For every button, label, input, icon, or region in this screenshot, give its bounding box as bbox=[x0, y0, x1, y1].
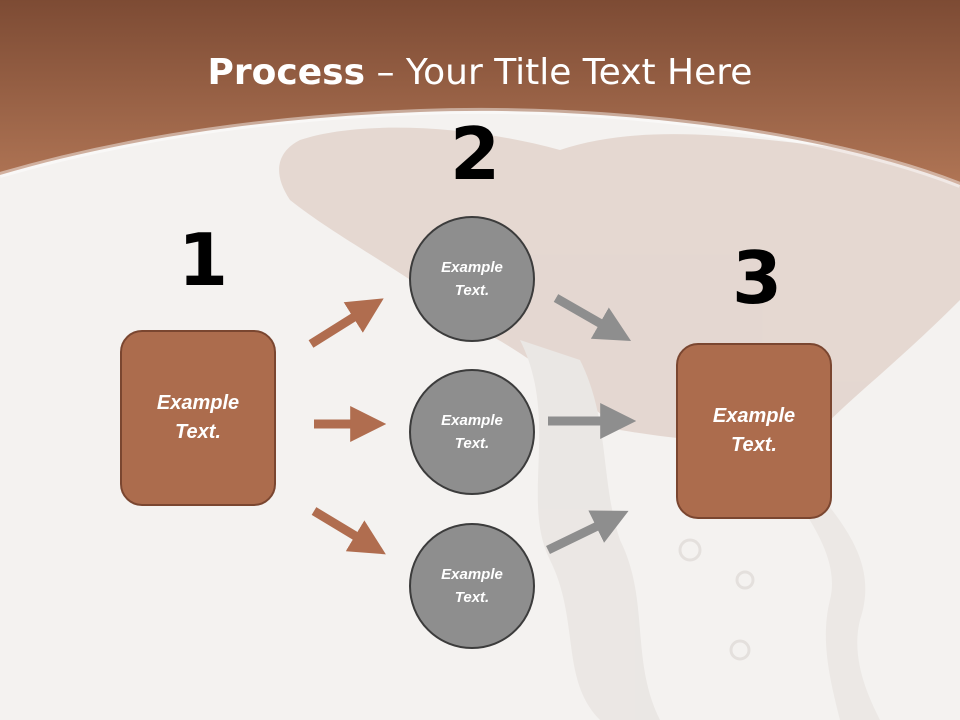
step-number-3: 3 bbox=[732, 236, 783, 320]
step-number-2: 2 bbox=[450, 112, 501, 196]
arrow-from-circle-bottom bbox=[546, 510, 629, 555]
circle-middle-line2: Text. bbox=[454, 435, 490, 452]
arrow-to-circle-bottom bbox=[311, 507, 386, 555]
header-band bbox=[0, 0, 960, 185]
title-rest: – Your Title Text Here bbox=[365, 52, 753, 93]
step-1-text-line2: Text. bbox=[175, 421, 221, 443]
slide-title: Process – Your Title Text Here bbox=[0, 52, 960, 93]
circle-middle-line1: Example bbox=[441, 412, 503, 429]
step-3-text-line2: Text. bbox=[731, 434, 777, 456]
title-bold: Process bbox=[207, 52, 366, 93]
circle-top[interactable]: Example Text. bbox=[409, 216, 535, 342]
circle-middle[interactable]: Example Text. bbox=[409, 369, 535, 495]
step-3-box[interactable]: Example Text. bbox=[676, 343, 832, 519]
circle-bottom[interactable]: Example Text. bbox=[409, 523, 535, 649]
circle-top-line2: Text. bbox=[454, 282, 490, 299]
circle-top-line1: Example bbox=[441, 259, 503, 276]
step-1-box[interactable]: Example Text. bbox=[120, 330, 276, 506]
circle-bottom-line2: Text. bbox=[454, 589, 490, 606]
circle-bottom-line1: Example bbox=[441, 566, 503, 583]
arrow-to-circle-top bbox=[308, 298, 384, 348]
step-1-text-line1: Example bbox=[156, 392, 240, 414]
step-3-text-line1: Example bbox=[712, 405, 796, 427]
arrow-from-circle-top bbox=[553, 294, 632, 342]
step-number-1: 1 bbox=[178, 218, 229, 302]
